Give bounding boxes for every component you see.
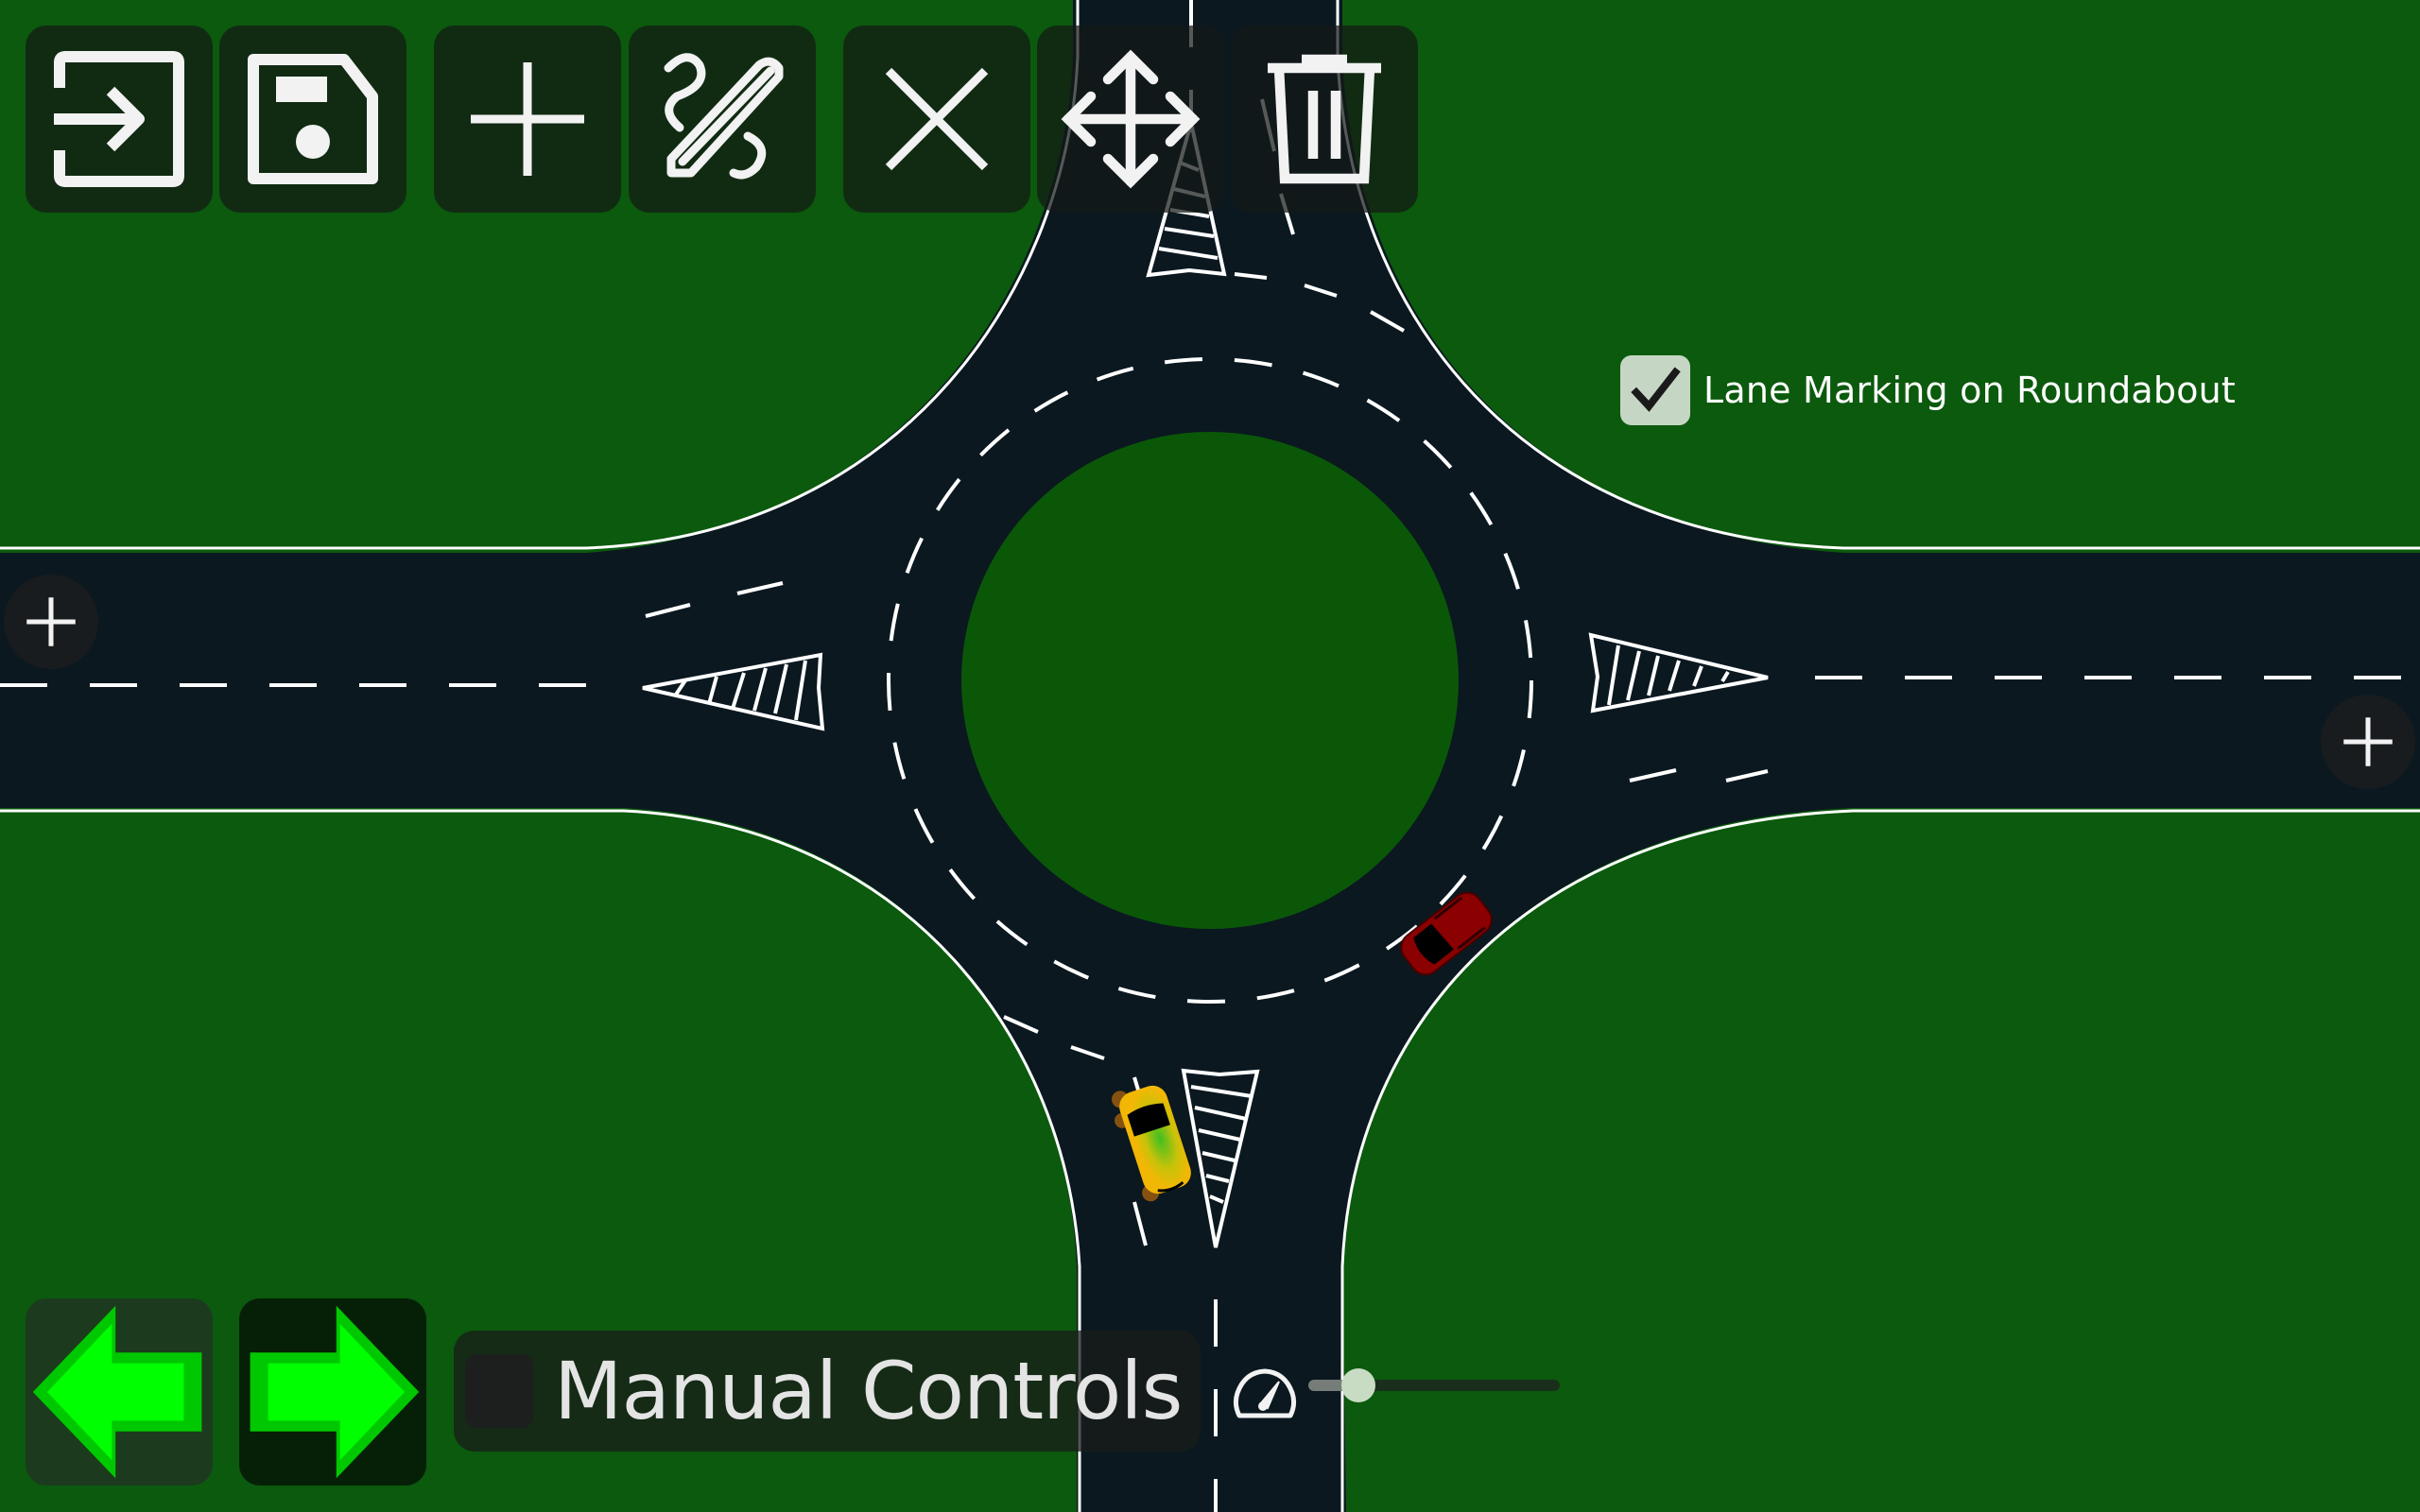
save-icon [248, 54, 378, 184]
move-button[interactable] [1037, 26, 1224, 213]
manual-controls-toggle[interactable]: Manual Controls [454, 1331, 1201, 1452]
add-button[interactable] [434, 26, 621, 213]
central-island [961, 432, 1459, 929]
close-icon [885, 67, 989, 171]
speedometer-icon [1233, 1368, 1297, 1418]
yellow-car [1112, 1085, 1191, 1202]
east-road-add-button[interactable] [2321, 695, 2415, 789]
splitter-island-south [1181, 1068, 1260, 1248]
splitter-island-east [1588, 632, 1769, 713]
pencil-curve-icon [664, 53, 784, 180]
move-icon [1061, 49, 1201, 189]
speed-slider[interactable] [1308, 1368, 1560, 1402]
plus-icon [26, 597, 76, 646]
manual-controls-label: Manual Controls [554, 1345, 1183, 1437]
import-button[interactable] [26, 26, 213, 213]
save-button[interactable] [219, 26, 406, 213]
checkmark-icon [1631, 367, 1681, 412]
lane-marking-label: Lane Marking on Roundabout [1703, 369, 2237, 411]
west-road-add-button[interactable] [4, 575, 98, 669]
delete-button[interactable] [1231, 26, 1418, 213]
import-icon [54, 51, 184, 187]
steer-right-button[interactable] [239, 1298, 426, 1486]
lane-marking-checkbox[interactable] [1620, 355, 1690, 425]
manual-controls-checkbox[interactable] [465, 1354, 533, 1428]
lane-marking-toggle[interactable]: Lane Marking on Roundabout [1620, 355, 2236, 425]
steer-left-button[interactable] [26, 1298, 213, 1486]
plus-icon [471, 62, 584, 176]
splitter-island-west [642, 652, 825, 731]
arrow-left-icon [32, 1305, 202, 1479]
plus-icon [2343, 717, 2393, 766]
arrow-right-icon [250, 1305, 420, 1479]
speed-slider-knob[interactable] [1341, 1368, 1376, 1402]
red-car [1400, 891, 1493, 976]
roundabout-lane-marking [887, 357, 1533, 1004]
remove-button[interactable] [843, 26, 1030, 213]
trash-icon [1268, 54, 1381, 184]
draw-road-button[interactable] [629, 26, 816, 213]
